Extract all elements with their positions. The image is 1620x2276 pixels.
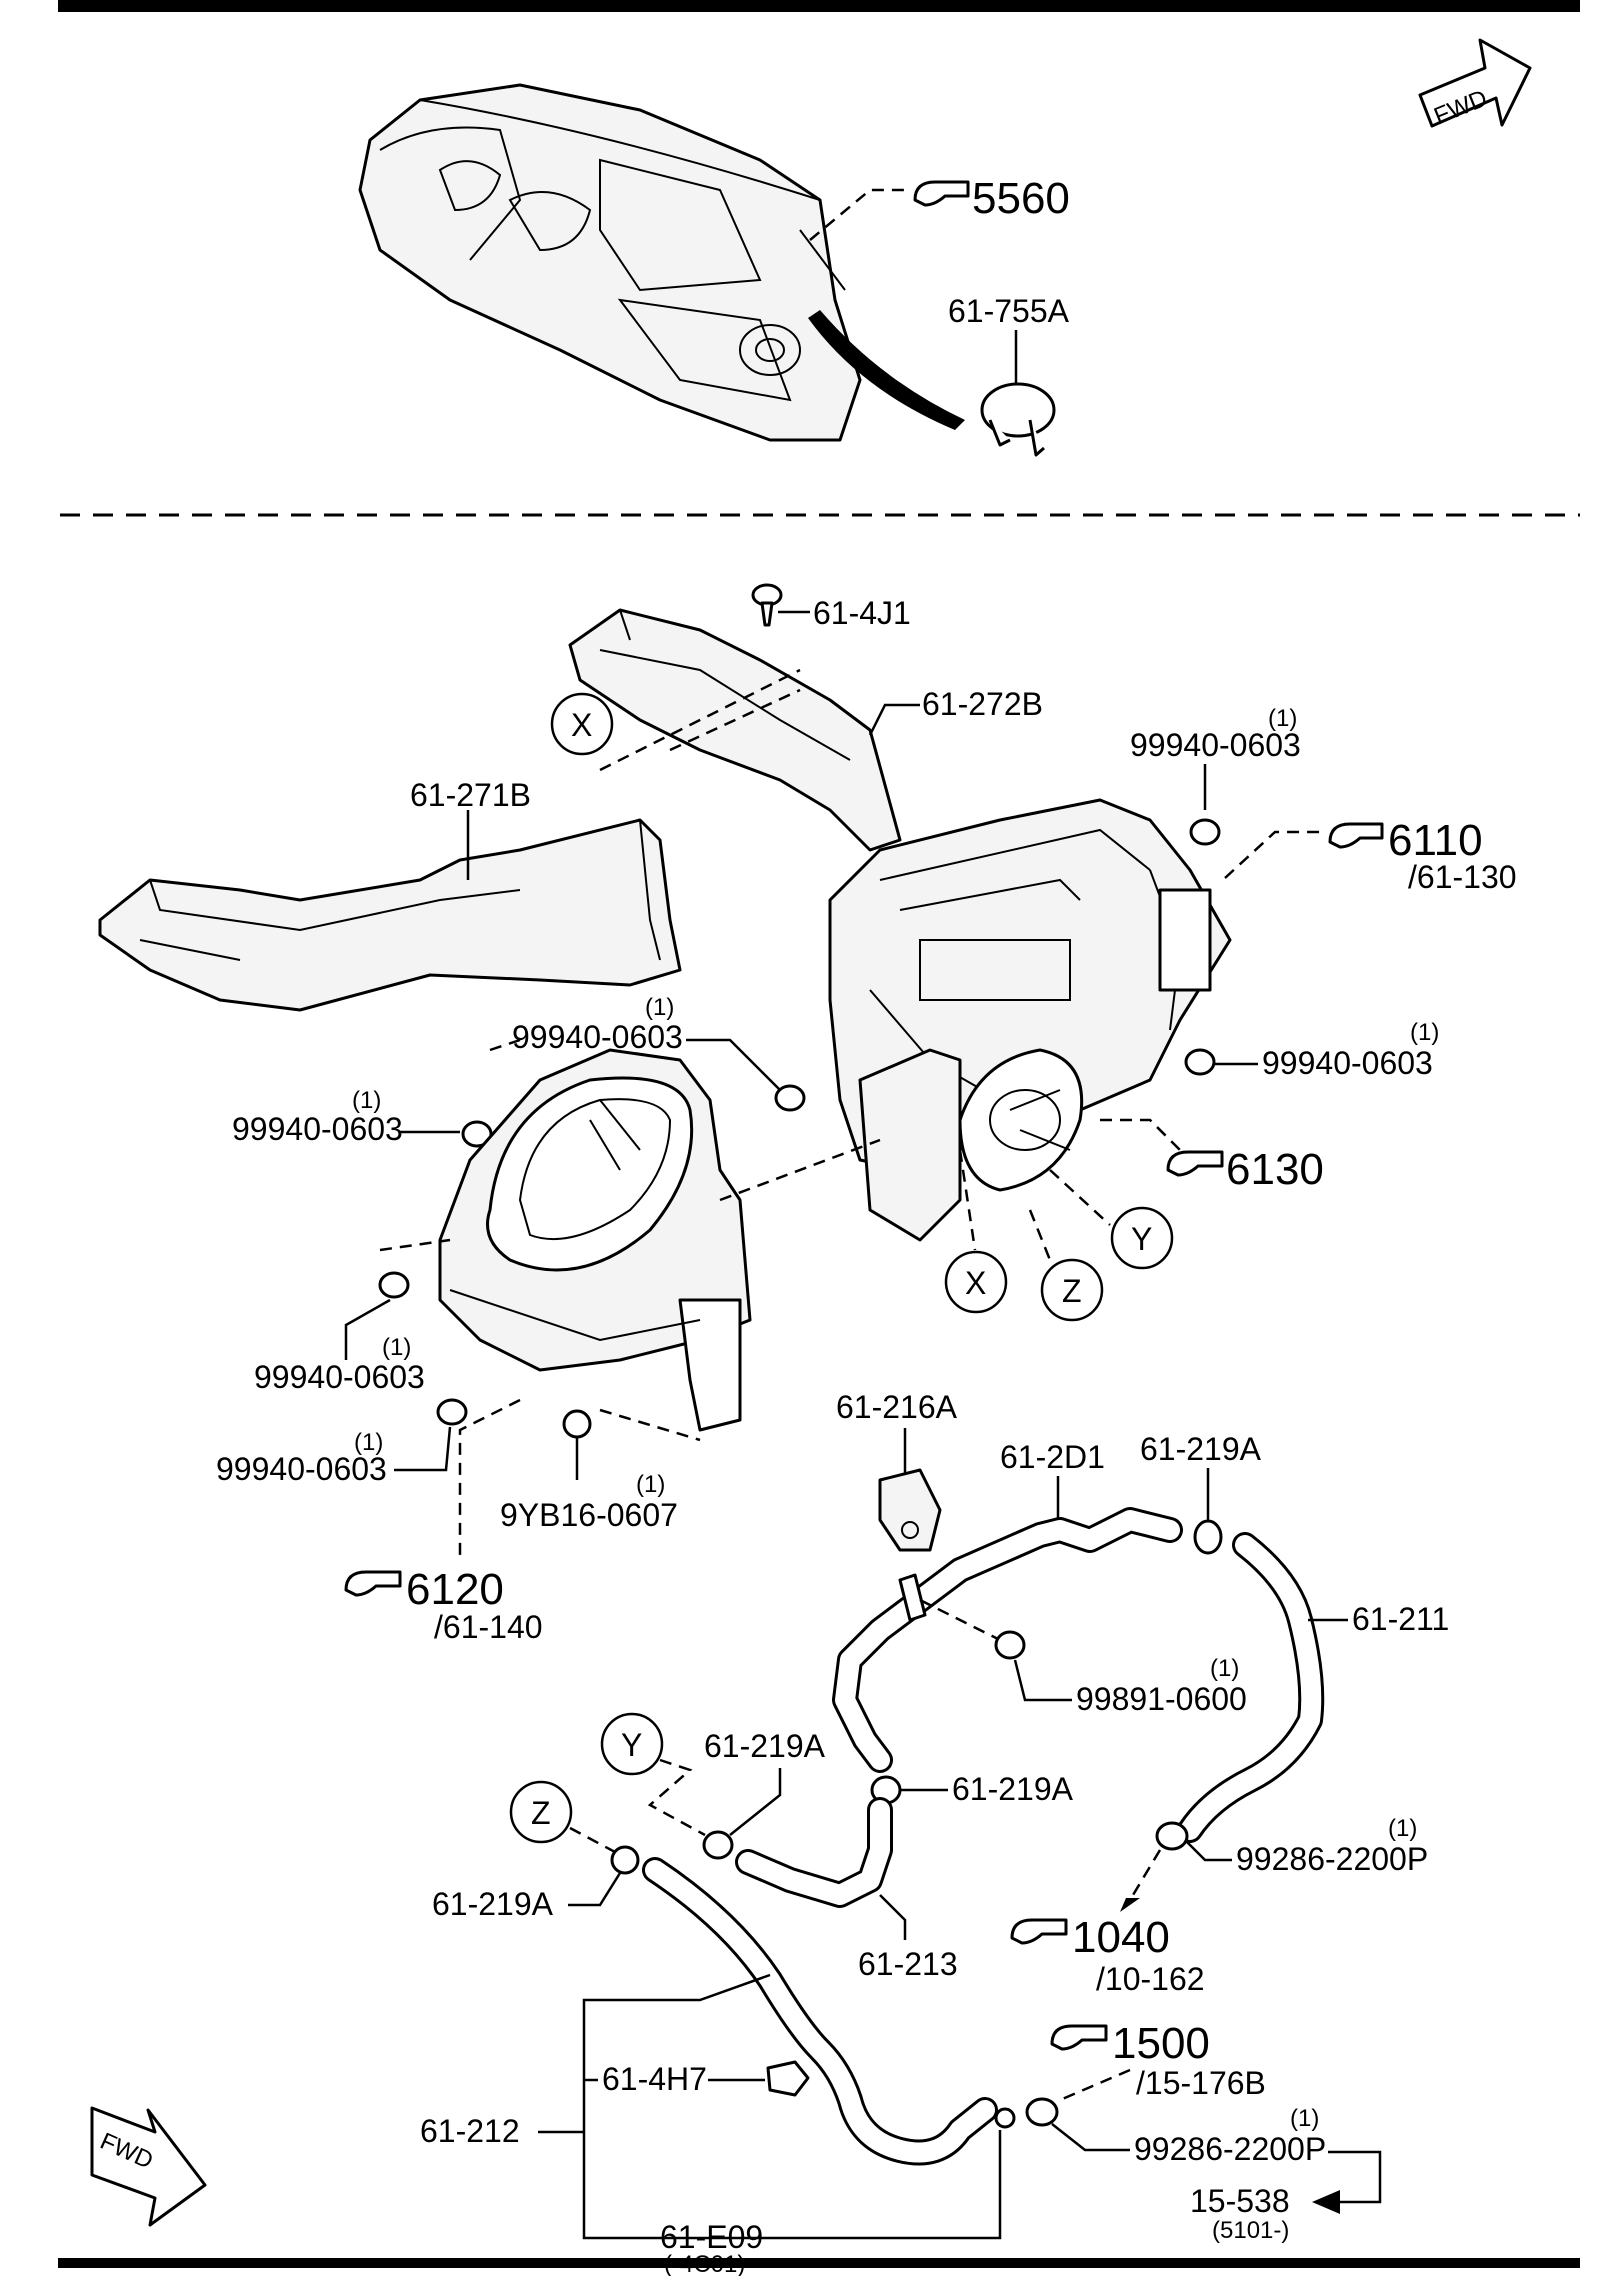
label-99940-f: 99940-0603 [216, 1451, 387, 1487]
dashboard-panel [358, 83, 862, 442]
hose-61-2D1 [832, 1507, 1183, 1773]
label-99940-c: 99940-0603 [1262, 1045, 1433, 1081]
top-border [58, 0, 1580, 12]
nut-99940-b [774, 1084, 806, 1112]
cap-61-755A [980, 382, 1056, 457]
clamp-61-219A-d [610, 1845, 640, 1875]
clip-61-4H7 [766, 2060, 810, 2097]
ref-6110: 6110 [1388, 816, 1483, 865]
qty-99891: (1) [1210, 1655, 1239, 1682]
clamp-99286-b [1025, 2097, 1059, 2127]
label-61-216A: 61-216A [836, 1389, 958, 1425]
fwd-arrow-icon-top: FWD [1418, 38, 1532, 130]
dashboard-strip [808, 310, 965, 430]
label-9YB16: 9YB16-0607 [500, 1497, 678, 1533]
qty-99940-d: (1) [352, 1087, 381, 1114]
qty-9YB16: (1) [636, 1471, 665, 1498]
hose-61-211 [1177, 1532, 1325, 1843]
label-61-272B: 61-272B [922, 686, 1043, 722]
duct-61-272B [568, 608, 902, 852]
label-61-E09-note: (-4C01) [664, 2251, 745, 2276]
label-99940-b: 99940-0603 [512, 1019, 683, 1055]
label-99940-d: 99940-0603 [232, 1111, 403, 1147]
intake-box [438, 1048, 752, 1432]
ref-hand-icon-6110 [1328, 822, 1384, 849]
label-99891: 99891-0600 [1076, 1681, 1247, 1717]
ref-hand-icon-6120 [344, 1570, 402, 1597]
bolt-9YB16 [562, 1409, 592, 1439]
hose-61-212 [642, 1857, 998, 2166]
qty-99940-c: (1) [1410, 1019, 1439, 1046]
qty-99286-a: (1) [1388, 1815, 1417, 1842]
ref-1040-sub: /10-162 [1096, 1961, 1205, 1997]
label-61-213: 61-213 [858, 1946, 958, 1982]
ref-1500-sub: /15-176B [1136, 2065, 1266, 2101]
label-61-212: 61-212 [420, 2113, 520, 2149]
callout-x-bottom: X [965, 1265, 986, 1301]
label-61-4H7: 61-4H7 [602, 2061, 707, 2097]
ref-6110-sub: /61-130 [1408, 859, 1517, 895]
hose-61-213 [735, 1797, 893, 1908]
label-61-2D1: 61-2D1 [1000, 1439, 1105, 1475]
qty-99940-a: (1) [1268, 705, 1297, 732]
ref-hand-icon-5560 [913, 180, 970, 207]
ref-1040: 1040 [1072, 1913, 1170, 1962]
ref-1500: 1500 [1112, 2019, 1210, 2068]
label-61-E09: 61-E09 [660, 2219, 763, 2255]
ref-5560: 5560 [972, 174, 1070, 223]
ref-6120: 6120 [406, 1565, 504, 1614]
label-15-538-note: (5101-) [1212, 2217, 1289, 2244]
label-99286-a: 99286-2200P [1236, 1841, 1428, 1877]
callout-y-top: Y [1131, 1221, 1152, 1257]
label-15-538: 15-538 [1190, 2183, 1290, 2219]
qty-99286-b: (1) [1290, 2105, 1319, 2132]
label-61-219A-a: 61-219A [1140, 1431, 1262, 1467]
qty-99940-e: (1) [382, 1334, 411, 1361]
nut-99940-a [1189, 818, 1221, 846]
duct-61-271B [98, 818, 682, 1012]
callout-z-bottom: Z [531, 1795, 551, 1831]
nut-99940-f [436, 1398, 468, 1426]
label-61-271B: 61-271B [410, 777, 531, 813]
callout-y-bottom: Y [621, 1727, 642, 1763]
label-61-4J1: 61-4J1 [813, 595, 911, 631]
callout-x-top: X [571, 707, 592, 743]
label-99940-e: 99940-0603 [254, 1359, 425, 1395]
bolt-99891 [994, 1630, 1026, 1660]
ref-6120-sub: /61-140 [434, 1609, 543, 1645]
nut-99940-c [1184, 1048, 1216, 1076]
ref-hand-icon-1500 [1050, 2024, 1108, 2051]
clamp-61-219A-a [1193, 1519, 1223, 1555]
callout-z-top: Z [1062, 1273, 1082, 1309]
bottom-border [58, 2258, 1580, 2268]
clamp-61-219A-b [702, 1830, 734, 1860]
plug-61-E09 [994, 2107, 1016, 2129]
ref-hand-icon-6130 [1166, 1150, 1224, 1177]
ref-6130: 6130 [1226, 1145, 1324, 1194]
label-61-755A: 61-755A [948, 293, 1070, 329]
ref-hand-icon-1040 [1010, 1918, 1068, 1945]
label-99286-b: 99286-2200P [1134, 2131, 1326, 2167]
clip-61-4J1 [751, 583, 783, 627]
label-61-219A-d: 61-219A [432, 1886, 554, 1922]
qty-99940-f: (1) [354, 1429, 383, 1456]
label-61-219A-c: 61-219A [952, 1771, 1074, 1807]
label-61-219A-b: 61-219A [704, 1728, 826, 1764]
label-61-211: 61-211 [1352, 1601, 1449, 1637]
qty-99940-b: (1) [645, 994, 674, 1021]
nut-99940-e [378, 1271, 410, 1299]
blower-case [858, 1048, 1084, 1242]
bracket-61-216A [878, 1468, 942, 1552]
fwd-arrow-icon-bottom: FWD [90, 2106, 207, 2227]
label-99940-a: 99940-0603 [1130, 727, 1301, 763]
clamp-99286-a [1155, 1821, 1189, 1851]
